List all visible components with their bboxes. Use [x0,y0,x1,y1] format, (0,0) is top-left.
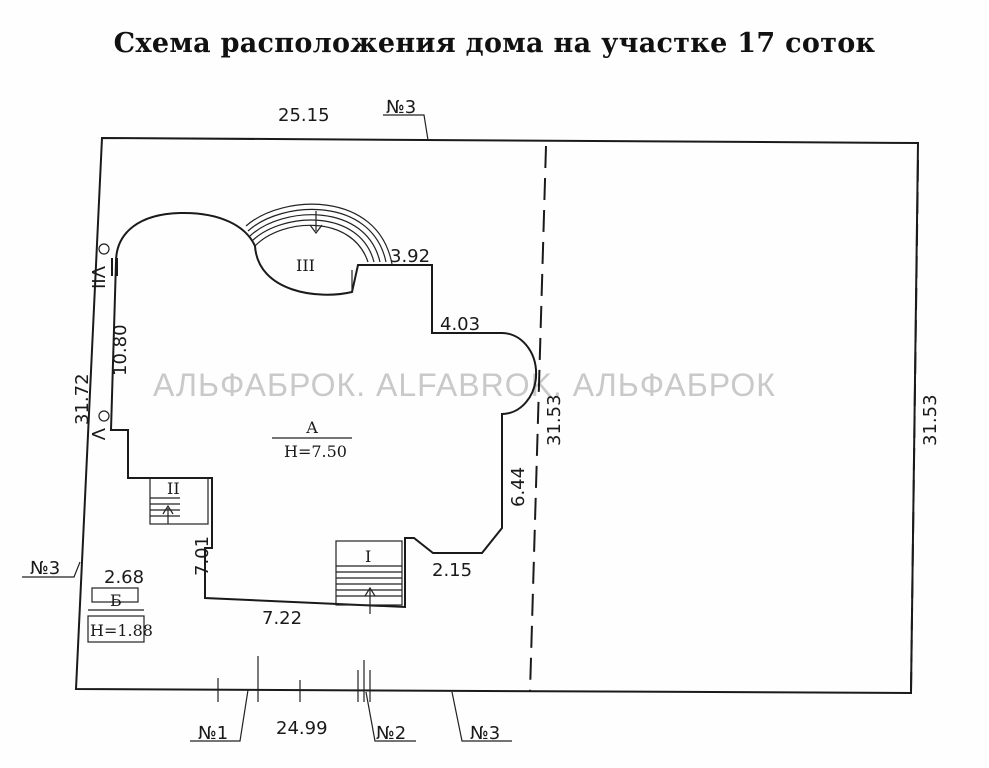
mark-vii: VII [87,266,108,289]
neighbor-left-leader [22,561,81,578]
porch-iii-label: III [296,256,315,275]
plot-left-dimension: 31.72 [72,373,93,425]
porch-ii-label: II [167,479,180,498]
plot-right-dimension: 31.53 [920,394,941,446]
building-b-letter: Б [110,591,122,610]
page-title: Схема расположения дома на участке 17 со… [113,28,876,59]
building-b-dimension: 2.68 [104,567,144,588]
neighbor-bottom1-leader [190,689,249,742]
dim-4-03: 4.03 [440,314,480,335]
left-wall-markers [98,243,118,422]
neighbor-bottom1-label: №1 [198,723,228,744]
plot-boundary [74,136,920,695]
neighbor-top-leader [383,114,429,141]
building-b-height-box [87,615,145,643]
porch-iii-steps [245,203,393,292]
house-a-outline [109,211,538,609]
neighbor-bottom3-leader [451,691,512,742]
dim-10-80: 10.80 [110,324,131,376]
middle-line-dimension: 31.53 [544,394,565,446]
house-a-letter: А [306,418,318,437]
neighbor-top-label: №3 [386,97,416,118]
bottom-ticks [217,656,371,702]
building-b-height: Н=1.88 [90,621,153,640]
dim-6-44: 6.44 [508,467,529,507]
dim-7-01: 7.01 [192,536,213,576]
plot-bottom-dimension: 24.99 [276,718,328,739]
porch-i-stair [335,540,403,614]
watermark: АЛЬФАБРОК. ALFABROK. АЛЬФАБРОК [153,367,776,403]
middle-division-line [529,145,547,693]
building-b-box [91,587,139,603]
dim-2-15: 2.15 [432,560,472,581]
dim-3-92: 3.92 [390,246,430,267]
neighbor-bottom3-label: №3 [470,723,500,744]
dim-7-22: 7.22 [262,608,302,629]
neighbor-left-label: №3 [30,558,60,579]
right-boundary-dash [910,159,919,691]
neighbor-bottom2-label: №2 [376,723,406,744]
porch-ii-stair [149,477,209,525]
plot-top-dimension: 25.15 [278,105,330,126]
house-a-height: Н=7.50 [284,442,347,461]
neighbor-bottom2-leader [365,691,416,742]
mark-v: V [87,428,108,441]
porch-i-label: I [365,547,371,566]
